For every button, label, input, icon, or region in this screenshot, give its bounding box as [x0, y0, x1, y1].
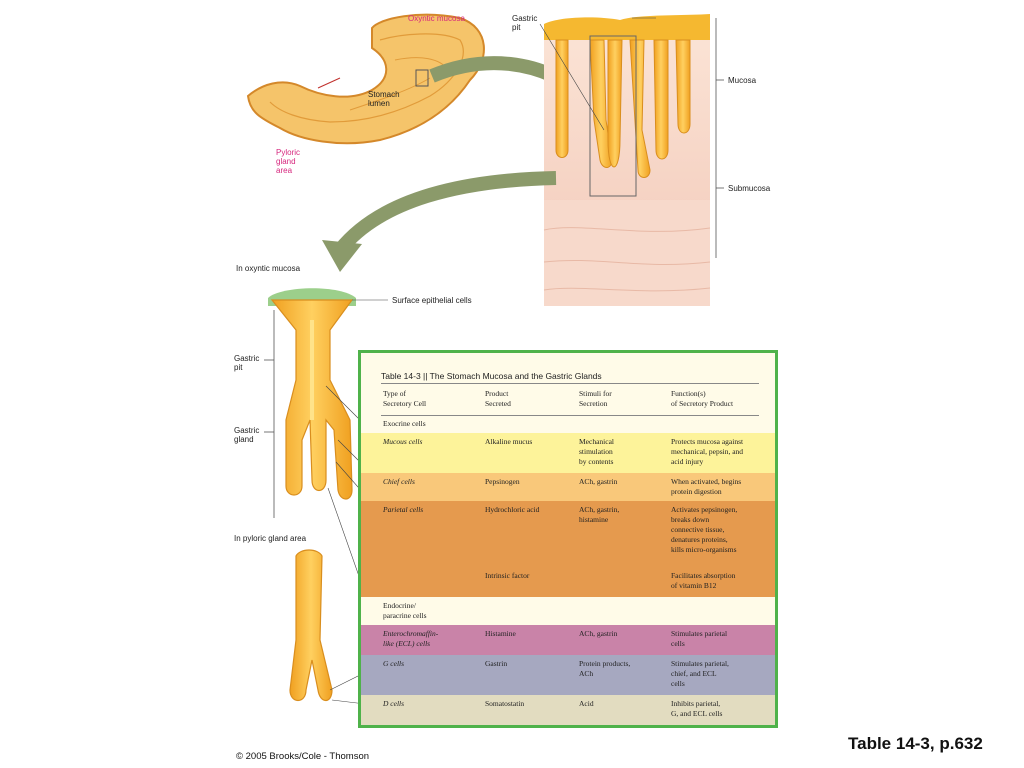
label-gastric-gland: Gastric gland [234, 426, 260, 444]
cell-product: Hydrochloric acid [485, 505, 540, 514]
table-row: G cells Gastrin Protein products, ACh St… [361, 655, 775, 695]
copyright-notice: © 2005 Brooks/Cole - Thomson [236, 751, 370, 762]
oxyntic-gland-drawing [264, 288, 388, 637]
label-gastric-pit-top: Gastric pit [512, 14, 538, 32]
header-product: Product Secreted [485, 389, 511, 408]
cell-type: Chief cells [383, 477, 415, 486]
label-oxyntic-mucosa: Oxyntic mucosa [408, 14, 465, 23]
cell-function: When activated, begins protein digestion [671, 477, 742, 496]
title-rule [381, 383, 759, 384]
cell-type: Enterochromaffin- like (ECL) cells [383, 629, 439, 648]
cell-stimuli: ACh, gastrin [579, 477, 618, 486]
section-endocrine-label: Endocrine/ paracrine cells [383, 601, 427, 620]
cell-function: Stimulates parietal cells [671, 629, 728, 648]
cell-stimuli: Acid [579, 699, 594, 708]
table-row: Mucous cells Alkaline mucus Mechanical s… [361, 433, 775, 473]
table-title: Table 14-3 || The Stomach Mucosa and the… [381, 371, 602, 381]
header-rule [381, 415, 759, 416]
label-stomach-lumen: Stomach lumen [368, 90, 400, 108]
section-endocrine: Endocrine/ paracrine cells [361, 599, 775, 625]
cell-product: Somatostatin [485, 699, 525, 708]
slide-caption: Table 14-3, p.632 [848, 734, 983, 753]
table-row: D cells Somatostatin Acid Inhibits parie… [361, 695, 775, 725]
table-14-3: Table 14-3 || The Stomach Mucosa and the… [358, 350, 778, 728]
cell-type: Parietal cells [383, 505, 424, 514]
cell-product: Pepsinogen [485, 477, 520, 486]
cell-function: Facilitates absorption of vitamin B12 [671, 571, 736, 590]
cell-stimuli: ACh, gastrin, histamine [579, 505, 620, 524]
label-gastric-pit: Gastric pit [234, 354, 260, 372]
section-exocrine-label: Exocrine cells [383, 419, 426, 428]
arrow-to-gland [334, 171, 557, 255]
label-surface-epithelial-cells: Surface epithelial cells [392, 296, 472, 305]
table-header-row: Type of Secretory Cell Product Secreted … [361, 389, 775, 413]
cell-product: Histamine [485, 629, 516, 638]
table-row: Enterochromaffin- like (ECL) cells Hista… [361, 625, 775, 655]
cell-function: Protects mucosa against mechanical, peps… [671, 437, 744, 466]
cell-function: Inhibits parietal, G, and ECL cells [671, 699, 723, 718]
label-mucosa: Mucosa [728, 76, 757, 85]
header-type: Type of Secretory Cell [383, 389, 427, 408]
cell-stimuli: Mechanical stimulation by contents [579, 437, 614, 466]
cell-type: G cells [383, 659, 405, 668]
cell-stimuli: Protein products, ACh [579, 659, 631, 678]
cell-type: D cells [383, 699, 405, 708]
cell-product: Alkaline mucus [485, 437, 533, 446]
label-in-oxyntic-mucosa: In oxyntic mucosa [236, 264, 301, 273]
cell-product: Gastrin [485, 659, 508, 668]
table-row: Parietal cells Hydrochloric acid ACh, ga… [361, 501, 775, 597]
label-pyloric-gland-area: Pyloric gland area [276, 148, 301, 175]
section-exocrine: Exocrine cells [361, 419, 775, 433]
cell-product: Intrinsic factor [485, 571, 530, 580]
table-row: Chief cells Pepsinogen ACh, gastrin When… [361, 473, 775, 501]
cell-function: Activates pepsinogen, breaks down connec… [671, 505, 738, 554]
stomach-drawing [246, 13, 485, 145]
cell-stimuli: ACh, gastrin [579, 629, 618, 638]
cell-type: Mucous cells [383, 437, 423, 446]
mucosa-block [539, 14, 724, 306]
cell-function: Stimulates parietal, chief, and ECL cell… [671, 659, 729, 688]
label-submucosa: Submucosa [728, 184, 771, 193]
header-function: Function(s) of Secretory Product [671, 389, 734, 408]
header-stimuli: Stimuli for Secretion [579, 389, 612, 408]
label-in-pyloric-gland-area: In pyloric gland area [234, 534, 307, 543]
